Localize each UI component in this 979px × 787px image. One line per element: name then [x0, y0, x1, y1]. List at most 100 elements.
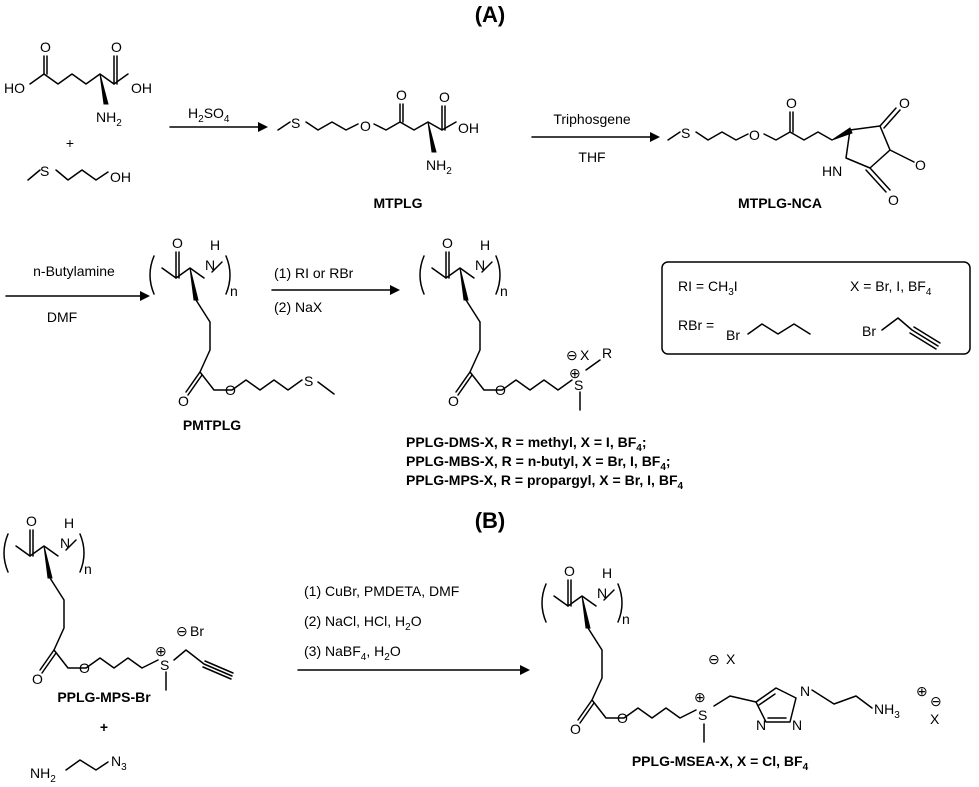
condition-step-3: (3) NaBF4, H2O — [304, 643, 401, 663]
thf-label: THF — [578, 149, 605, 165]
sulfur-label: S — [698, 707, 707, 723]
ester-oxygen-label: O — [495, 382, 506, 398]
sulfur-label: S — [291, 115, 300, 131]
oxo-label: O — [439, 89, 450, 105]
h-label: H — [210, 237, 220, 253]
n-label: N — [205, 257, 215, 273]
bromobutane-chain — [747, 323, 811, 335]
dmf-label: DMF — [47, 309, 77, 325]
n-butylamine-label: n-Butylamine — [33, 263, 115, 279]
compound-name-pplg-msea-x: PPLG-MSEA-X, X = Cl, BF4 — [632, 753, 809, 773]
condition-step-1: (1) CuBr, PMDETA, DMF — [304, 583, 459, 599]
oxo-label: O — [32, 671, 43, 687]
sulfur-label: S — [681, 125, 690, 141]
mtplg-nca-structure: S O O O O HN O MTPLG-NCA — [667, 95, 926, 211]
repeat-n-label: n — [500, 283, 508, 299]
sulfur-label: S — [160, 657, 169, 673]
product-name-mbs: PPLG-MBS-X, R = n-butyl, X = Br, I, BF4; — [406, 453, 671, 473]
triazole-n2-label: N — [792, 717, 802, 733]
anion-label: X — [726, 651, 736, 667]
oxo-label: O — [172, 235, 183, 251]
azide-label: N3 — [111, 753, 127, 773]
plus-sign: + — [66, 135, 74, 151]
ester-oxygen-label: O — [749, 127, 760, 143]
cation-charge-symbol: ⊕ — [694, 689, 706, 705]
h-label: H — [480, 237, 490, 253]
salt-exchange-step-label: (2) NaX — [274, 299, 323, 315]
rbr-definition: RBr = — [678, 317, 714, 333]
ester-oxygen-label: O — [617, 710, 628, 726]
amine-label: NH2 — [30, 765, 56, 785]
reaction-arrow-3: n-Butylamine DMF — [5, 263, 150, 325]
triphosgene-label: Triphosgene — [553, 111, 631, 127]
reaction-arrow-1: H2SO4 — [169, 105, 268, 132]
oxo-label: O — [448, 393, 459, 409]
methylthio-propanol-structure: S OH — [27, 163, 131, 185]
oxo-label: O — [442, 235, 453, 251]
repeat-n-label: n — [84, 561, 92, 577]
bromide-label: Br — [190, 623, 204, 639]
plus-sign: + — [100, 719, 108, 735]
pmtplg-structure: O H N n O O S PMTPLG — [149, 235, 335, 433]
cation-charge-symbol: ⊕ — [155, 643, 167, 659]
x-definition: X = Br, I, BF4 — [850, 278, 932, 298]
ester-oxygen-label: O — [79, 660, 90, 676]
r-group-label: R — [602, 345, 612, 361]
pplg-mps-br-structure: O H N n O O S ⊖ Br ⊕ PPLG-MPS-Br — [3, 513, 234, 705]
oxo-label: O — [899, 95, 910, 111]
oxo-label: O — [786, 95, 797, 111]
sulfur-label: S — [574, 377, 583, 393]
ring-oxygen-label: O — [915, 157, 926, 173]
oh-label: OH — [458, 120, 479, 136]
condition-step-2: (2) NaCl, HCl, H2O — [304, 613, 422, 633]
ammonium-label: NH3 — [874, 701, 900, 721]
amine-label: NH2 — [426, 157, 452, 177]
oh-label: OH — [110, 169, 131, 185]
product-name-mps: PPLG-MPS-X, R = propargyl, X = Br, I, BF… — [406, 472, 684, 492]
triazole-n3-label: N — [756, 717, 766, 733]
panel-a-title: (A) — [475, 2, 506, 27]
anion2-label: X — [930, 711, 940, 727]
compound-name-pmtplg: PMTPLG — [183, 417, 241, 433]
repeat-n-label: n — [230, 283, 238, 299]
h-label: H — [602, 565, 612, 581]
compound-name-pplg-mps-br: PPLG-MPS-Br — [57, 689, 151, 705]
oxo-label: O — [111, 39, 122, 55]
oxo-label: O — [570, 721, 581, 737]
anion2-charge-symbol: ⊖ — [930, 693, 942, 709]
ammonium-charge-symbol: ⊕ — [916, 683, 928, 699]
cation-charge-symbol: ⊕ — [569, 365, 581, 381]
oxo-label: O — [26, 513, 37, 529]
oxo-label: O — [396, 87, 407, 103]
nh-label: HN — [822, 163, 842, 179]
anion-charge-symbol: ⊖ — [566, 347, 578, 363]
ester-oxygen-label: O — [360, 118, 371, 134]
sulfur-label: S — [304, 373, 313, 389]
anion-charge-symbol: ⊖ — [708, 651, 720, 667]
repeat-n-label: n — [622, 611, 630, 627]
n-label: N — [597, 585, 607, 601]
oxo-label: O — [564, 563, 575, 579]
pplg-msea-x-structure: O H N n O O S ⊖ X ⊕ N N N NH3 ⊕ ⊖ X PPLG… — [541, 563, 942, 773]
anion-label: X — [580, 347, 590, 363]
propargyl-bromide-br-label: Br — [862, 323, 876, 339]
n-label: N — [60, 535, 70, 551]
cooh-label: HO — [4, 80, 25, 96]
bromobutane-br-label: Br — [726, 327, 740, 343]
oxo-label: O — [888, 192, 899, 208]
compound-name-mtplg-nca: MTPLG-NCA — [738, 195, 822, 211]
propargyl-chain — [881, 317, 941, 350]
ester-oxygen-label: O — [225, 382, 236, 398]
triazole-n1-label: N — [800, 683, 810, 699]
amine-label: NH2 — [96, 109, 122, 129]
sulfuric-acid-label: H2SO4 — [188, 105, 230, 125]
substituent-legend: RI = CH3I X = Br, I, BF4 RBr = Br Br — [661, 261, 971, 355]
mtplg-structure: S O O O OH NH2 MTPLG — [277, 87, 479, 211]
glutamic-acid-structure: HO O O OH NH2 — [4, 39, 152, 129]
oh-label: OH — [131, 80, 152, 96]
sulfur-label: S — [40, 163, 49, 179]
oxo-label: O — [178, 393, 189, 409]
azidoethylamine-structure: NH2 N3 — [30, 753, 127, 785]
compound-name-mtplg: MTPLG — [374, 195, 423, 211]
